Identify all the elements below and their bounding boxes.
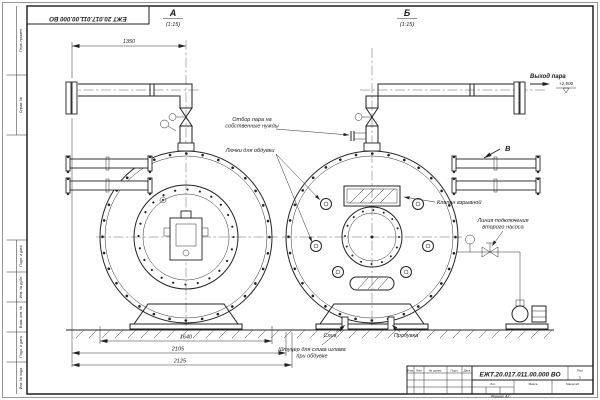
- view-titles: А (1:15) Б (1:15): [163, 8, 417, 28]
- view-a-boiler: [99, 150, 273, 330]
- dim-overall: 2125: [72, 332, 293, 368]
- view-b-scale: (1:15): [400, 22, 415, 28]
- svg-text:1350: 1350: [123, 39, 136, 45]
- pressure-gauge: [465, 234, 475, 245]
- tb-sheet-label: Лист: [577, 369, 584, 373]
- svg-text:Клапан взрывной: Клапан взрывной: [437, 199, 481, 206]
- tb-scale: Масштаб: [566, 382, 579, 386]
- view-b-letter: Б: [404, 8, 411, 18]
- view-a-scale: (1:15): [166, 22, 181, 28]
- strip-label-podp-2: Подп. и дата: [19, 336, 23, 357]
- strip-label-vzam-inv: Взам. инв. №: [19, 306, 23, 328]
- lower-oval-hatch: [349, 276, 395, 291]
- svg-text:второго насоса: второго насоса: [482, 225, 523, 231]
- strip-label-podp-1: Подп. и дата: [19, 245, 23, 266]
- dim-inner: 1640: [99, 326, 273, 344]
- view-b-support: [315, 303, 429, 330]
- side-strip: Перв. примен. Справ. № Подп. и дата Инв.…: [6, 6, 27, 394]
- top-stamp-code: ЕЖТ 20.017.011.00.000 ВО: [49, 15, 127, 22]
- strip-label-perv-primen: Перв. примен.: [19, 28, 23, 52]
- tb-lit: Лит.: [490, 382, 496, 386]
- drain-stub: [341, 316, 349, 331]
- svg-text:1640: 1640: [180, 335, 193, 341]
- note-blowdown: Продувка: [390, 323, 418, 339]
- annotations: Отбор пара на собственные нужды Лючки дл…: [225, 117, 529, 360]
- valve-b: [354, 107, 379, 127]
- flange-b-right: [513, 81, 520, 115]
- dim-mid: 2105: [72, 332, 287, 356]
- view-a-support: [129, 303, 243, 330]
- view-a-door: [133, 184, 239, 290]
- strip-label-sprav: Справ. №: [19, 97, 23, 113]
- tb-sheet-value: 1: [579, 375, 582, 380]
- view-v-letter: В: [505, 144, 511, 153]
- pipe-bundle-right: [451, 155, 541, 196]
- svg-text:Линия подключения: Линия подключения: [476, 218, 528, 224]
- valve-a-handwheel: [168, 113, 177, 121]
- strip-label-inv-dubl: Инв. № дубл.: [19, 276, 23, 298]
- note-drain: Слив: [323, 323, 346, 339]
- tb-col-doc: № докум.: [429, 369, 442, 373]
- note-sludge: Штуцер для слива шлама при обдувке: [278, 325, 346, 360]
- svg-text:Отбор пара на: Отбор пара на: [232, 117, 271, 123]
- view-a-letter: А: [169, 8, 177, 18]
- tb-col-izm: Изм.: [407, 369, 414, 373]
- steam-tap-branch: [350, 131, 366, 141]
- tb-mass: Масса: [529, 382, 538, 386]
- tb-col-data: Дата: [464, 369, 471, 373]
- steam-outlet-annotation: Выход пара +2,500: [530, 74, 576, 94]
- ground-line: [66, 329, 554, 339]
- burner-assembly: [163, 210, 209, 261]
- svg-text:2125: 2125: [173, 359, 187, 365]
- steam-out-label: Выход пара: [530, 74, 566, 80]
- tb-doc-number: ЕЖТ.20.017.011.00.000 ВО: [479, 372, 560, 379]
- svg-text:Штуцер для слива шлама: Штуцер для слива шлама: [278, 347, 345, 353]
- svg-text:Слив: Слив: [323, 333, 336, 339]
- note-explosion-valve: Клапан взрывной: [403, 195, 481, 206]
- valve-b-handwheel: [354, 113, 363, 121]
- ground-hatch: [75, 329, 553, 339]
- tb-col-list: Лист: [416, 369, 423, 373]
- blowoff-hatches: [310, 198, 434, 278]
- pump-circuit: [457, 234, 549, 330]
- format-label: Формат А3: [491, 394, 510, 398]
- note-pump-line: Линия подключения второго насоса: [476, 218, 529, 247]
- note-hatches: Лючки для обдувки: [225, 148, 322, 243]
- view-b-steam-piping: [350, 81, 526, 152]
- blowdown-stub: [387, 316, 395, 331]
- top-stamp: ЕЖТ 20.017.011.00.000 ВО: [26, 5, 150, 25]
- valve-a: [168, 107, 193, 127]
- note-steam-tap: Отбор пара на собственные нужды: [225, 117, 350, 137]
- elevation-mark: +2,500: [556, 81, 576, 94]
- feed-pump: [505, 299, 549, 330]
- elevation-value: +2,500: [559, 81, 574, 86]
- svg-text:при обдувке: при обдувке: [296, 354, 327, 360]
- svg-text:собственные нужды: собственные нужды: [225, 124, 278, 130]
- dim-top: 1350: [71, 39, 186, 78]
- svg-text:2105: 2105: [171, 347, 185, 353]
- view-a-steam-piping: [65, 81, 195, 152]
- pump-line-valve: [481, 242, 499, 258]
- explosion-valve: [343, 185, 401, 207]
- pipe-bundle-left: [65, 155, 153, 196]
- svg-text:Лючки для обдувки: Лючки для обдувки: [225, 148, 275, 154]
- flange-a-left: [71, 81, 78, 115]
- view-direction-v: В: [483, 144, 511, 160]
- tb-col-podp: Подп.: [451, 369, 459, 373]
- dimensions: 1350 1640 2105 2125: [71, 39, 293, 368]
- gauge-a: [160, 119, 177, 132]
- strip-label-inv-podl: Инв. № подл.: [19, 367, 23, 389]
- svg-text:Продувка: Продувка: [394, 333, 418, 339]
- title-block: Изм. Лист № докум. Подп. Дата ЕЖТ.20.017…: [406, 365, 594, 398]
- central-manhole: [341, 206, 403, 268]
